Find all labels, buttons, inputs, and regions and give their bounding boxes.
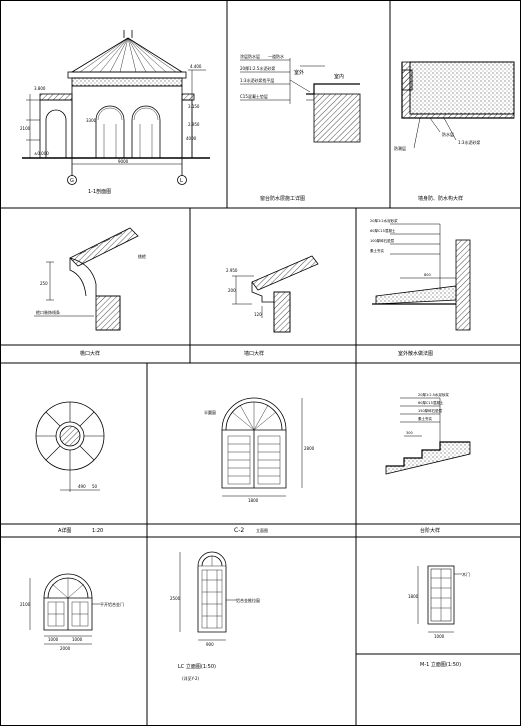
- note-4: C15混凝土垫层: [240, 93, 268, 99]
- dim-height: 2800: [304, 446, 315, 451]
- label-door-type: 木门: [462, 571, 470, 577]
- panel-caption: 墙口大样: [244, 350, 264, 357]
- dim-height: 2500: [170, 596, 181, 601]
- dim-2: 120: [254, 312, 262, 317]
- label-level-3: 3.150: [188, 104, 200, 109]
- panel-step-labels: 20厚1:2.5水泥砂浆 60厚C15混凝土 150厚碎石垫层 素土夯实 300…: [406, 392, 449, 534]
- note-4: 素土夯实: [370, 248, 384, 253]
- dim-right: 1000: [72, 637, 83, 642]
- panel-m1-labels: 1800 1000 木门 M-1 立面图(1:50): [408, 571, 470, 668]
- dim-total: 2000: [60, 646, 71, 651]
- panel-eave-labels: 250 挑檐 檐口装饰线条 檐口大样: [36, 253, 146, 357]
- note-3: 1:3水泥砂浆找平层: [240, 77, 274, 83]
- label-outside: 室外: [294, 69, 304, 76]
- dim-height-3: 4000: [186, 136, 197, 141]
- dim-width: 9000: [118, 159, 129, 164]
- panel-caption: 窗台防水层施工详图: [260, 195, 305, 202]
- dim-height: 2100: [20, 602, 31, 607]
- panel-arched-door-labels: 2100 1000 1000 2000 平开铝合金门: [20, 601, 124, 651]
- dim-width: 1800: [248, 498, 259, 503]
- dim-height-2: 3300: [86, 118, 97, 123]
- note-1: 涂层防水层: [240, 53, 260, 59]
- panel-eave-detail: [34, 227, 139, 331]
- panel-parapet-detail: [232, 255, 319, 333]
- panel-parapet-labels: 2.950 200 120 墙口大样: [226, 268, 264, 357]
- axis-label-g: G: [70, 178, 74, 184]
- dim-1: 490: [78, 484, 86, 489]
- panel-wall-detail: [401, 61, 515, 149]
- panel-sill-labels: 涂层防水层 20厚1:2.5水泥砂浆 1:3水泥砂浆找平层 C15混凝土垫层 一…: [240, 53, 344, 202]
- dim-1: 250: [40, 281, 48, 286]
- label-level-top: 4.400: [190, 64, 202, 69]
- dim-width: 900: [206, 642, 214, 647]
- dim-1: 300: [406, 431, 413, 435]
- axis-label-l: L: [180, 178, 183, 184]
- label-level-ground: ±0.000: [34, 151, 49, 156]
- label-arch: 半圆窗: [204, 409, 216, 415]
- panel-a-labels: 490 50 A详图 1:20: [58, 484, 103, 534]
- panel-caption: LC 立面图(1:50): [178, 663, 216, 670]
- note-2: 60厚C15混凝土: [418, 400, 444, 405]
- label-eave: 挑檐: [138, 253, 146, 259]
- dim-left: 1000: [48, 637, 59, 642]
- label-door-type: 平开铝合金门: [100, 601, 124, 607]
- note-3: 150厚碎石垫层: [418, 408, 443, 413]
- note-2: 20厚1:2.5水泥砂浆: [240, 65, 275, 71]
- label-level-4: 2.950: [188, 122, 200, 127]
- dim-2: 50: [92, 484, 98, 489]
- note-4: 素土夯实: [418, 416, 432, 421]
- label-window-type: 铝合金推拉窗: [236, 597, 260, 603]
- panel-a-detail: [35, 401, 105, 492]
- panel-scale: 立面图: [256, 527, 268, 533]
- note-1: 防水层: [442, 131, 454, 137]
- label-inside: 室内: [334, 73, 344, 80]
- panel-lc-window: [179, 551, 236, 641]
- note-1: 20厚1:2.5水泥砂浆: [418, 392, 449, 397]
- level: 2.950: [226, 268, 238, 273]
- dim-1: 800: [424, 273, 431, 277]
- label-level-2: 3.800: [34, 86, 46, 91]
- panel-caption: M-1 立面图(1:50): [420, 661, 461, 668]
- panel-step-detail: [385, 397, 471, 475]
- panel-ref: (详见Y-2): [182, 675, 200, 681]
- panel-section-1-1: [22, 30, 210, 185]
- panel-caption: 檐口大样: [80, 350, 100, 357]
- note-3: 防潮层: [394, 145, 406, 151]
- panel-section-1-1-labels: 4.400 3.800 3.150 2.950 ±0.000 2100 3300…: [20, 64, 202, 195]
- panel-caption: C-2: [234, 527, 244, 534]
- note-2: 1:3水泥砂浆: [458, 139, 480, 145]
- panel-c2-elevation: [221, 397, 303, 497]
- panel-scale: 1:20: [92, 528, 103, 534]
- label-molding: 檐口装饰线条: [36, 309, 60, 315]
- dim-height-1: 2100: [20, 126, 31, 131]
- note-1: 20厚1:2水泥砂浆: [370, 218, 398, 223]
- panel-m1-door: [417, 565, 462, 633]
- panel-caption: 台阶大样: [420, 527, 440, 534]
- note-5: 一道防水: [268, 53, 284, 59]
- note-2: 60厚C15混凝土: [370, 228, 396, 233]
- panel-arched-door: [29, 573, 100, 645]
- panel-apron-labels: 20厚1:2水泥砂浆 60厚C15混凝土 100厚碎石垫层 素土夯实 800 室…: [370, 218, 433, 357]
- note-3: 100厚碎石垫层: [370, 238, 395, 243]
- panel-wall-labels: 防水层 1:3水泥砂浆 防潮层 墙身防、防水构大样: [394, 131, 480, 202]
- dim-height: 1800: [408, 594, 419, 599]
- panel-c2-labels: 半圆窗 2800 1800 C-2 立面图: [204, 409, 315, 534]
- panel-lc-labels: 2500 900 铝合金推拉窗 LC 立面图(1:50) (详见Y-2): [170, 596, 260, 681]
- panel-caption: 1-1剖面图: [88, 188, 111, 195]
- dim-1: 200: [228, 288, 236, 293]
- panel-apron-detail: [372, 223, 471, 331]
- panel-caption: A详图: [58, 527, 71, 534]
- panel-caption: 墙身防、防水构大样: [418, 195, 463, 202]
- panel-sill-detail: [240, 58, 361, 143]
- dim-width: 1000: [434, 634, 445, 639]
- panel-caption: 室外散水做法图: [398, 350, 433, 357]
